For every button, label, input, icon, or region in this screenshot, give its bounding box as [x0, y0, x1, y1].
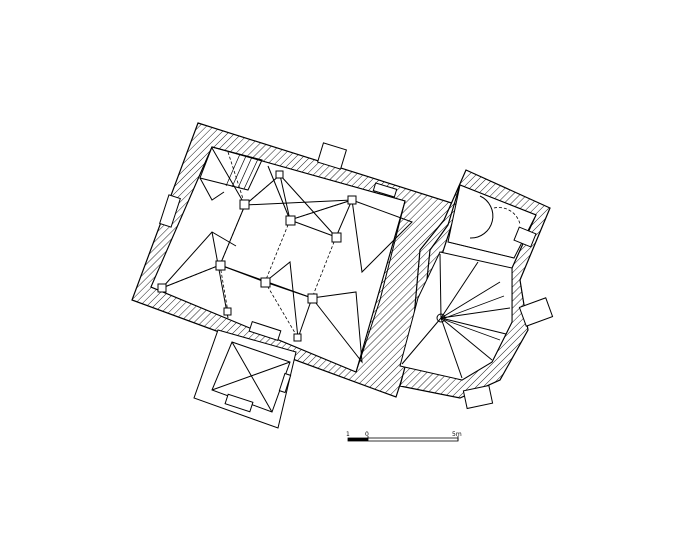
north-window	[372, 182, 398, 198]
tower-buttress	[513, 226, 537, 248]
tower-arc-left	[469, 195, 494, 239]
south-door	[248, 320, 282, 342]
porch-diag-1	[231, 341, 273, 413]
scale-left-label: 1	[346, 431, 350, 438]
porch-step	[224, 393, 254, 413]
porch-door-right	[278, 372, 292, 394]
scale-right-label: 5m	[452, 431, 462, 438]
west-door	[159, 194, 181, 228]
scale-zero-label: 0	[365, 431, 369, 438]
north-buttress	[316, 142, 348, 170]
east-buttress	[518, 297, 554, 327]
staircase	[199, 146, 263, 201]
south-porch-outer	[193, 329, 297, 429]
porch-diag-2	[211, 361, 291, 391]
tower-divider	[447, 241, 515, 259]
nave-pillars	[157, 170, 357, 342]
nave-dashed-ribs	[161, 151, 353, 339]
apse-vault-ribs	[401, 253, 511, 379]
southeast-buttress	[462, 384, 494, 410]
scale-bar: 1 0 5m	[346, 431, 462, 442]
tower-arc-right	[493, 207, 521, 225]
